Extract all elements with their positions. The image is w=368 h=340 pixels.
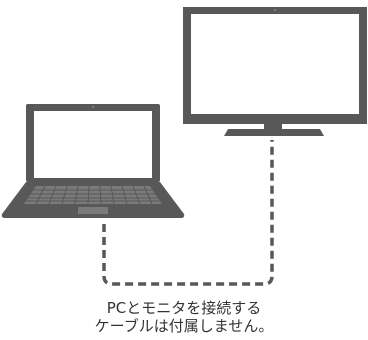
cable-connection xyxy=(102,140,274,286)
caption-line-1: PCとモニタを接続する xyxy=(106,299,262,317)
laptop-camera xyxy=(92,106,94,108)
laptop-touchpad xyxy=(78,207,108,214)
caption-line-2: ケーブルは付属しません。 xyxy=(94,317,274,335)
monitor-icon xyxy=(183,7,367,136)
monitor-camera xyxy=(274,9,276,11)
laptop-keyboard-keys xyxy=(26,185,160,205)
monitor-stand-base xyxy=(224,129,324,136)
monitor-neck xyxy=(264,124,282,129)
laptop-icon xyxy=(1,104,185,218)
laptop-screen xyxy=(34,111,152,178)
monitor-screen xyxy=(191,14,359,114)
